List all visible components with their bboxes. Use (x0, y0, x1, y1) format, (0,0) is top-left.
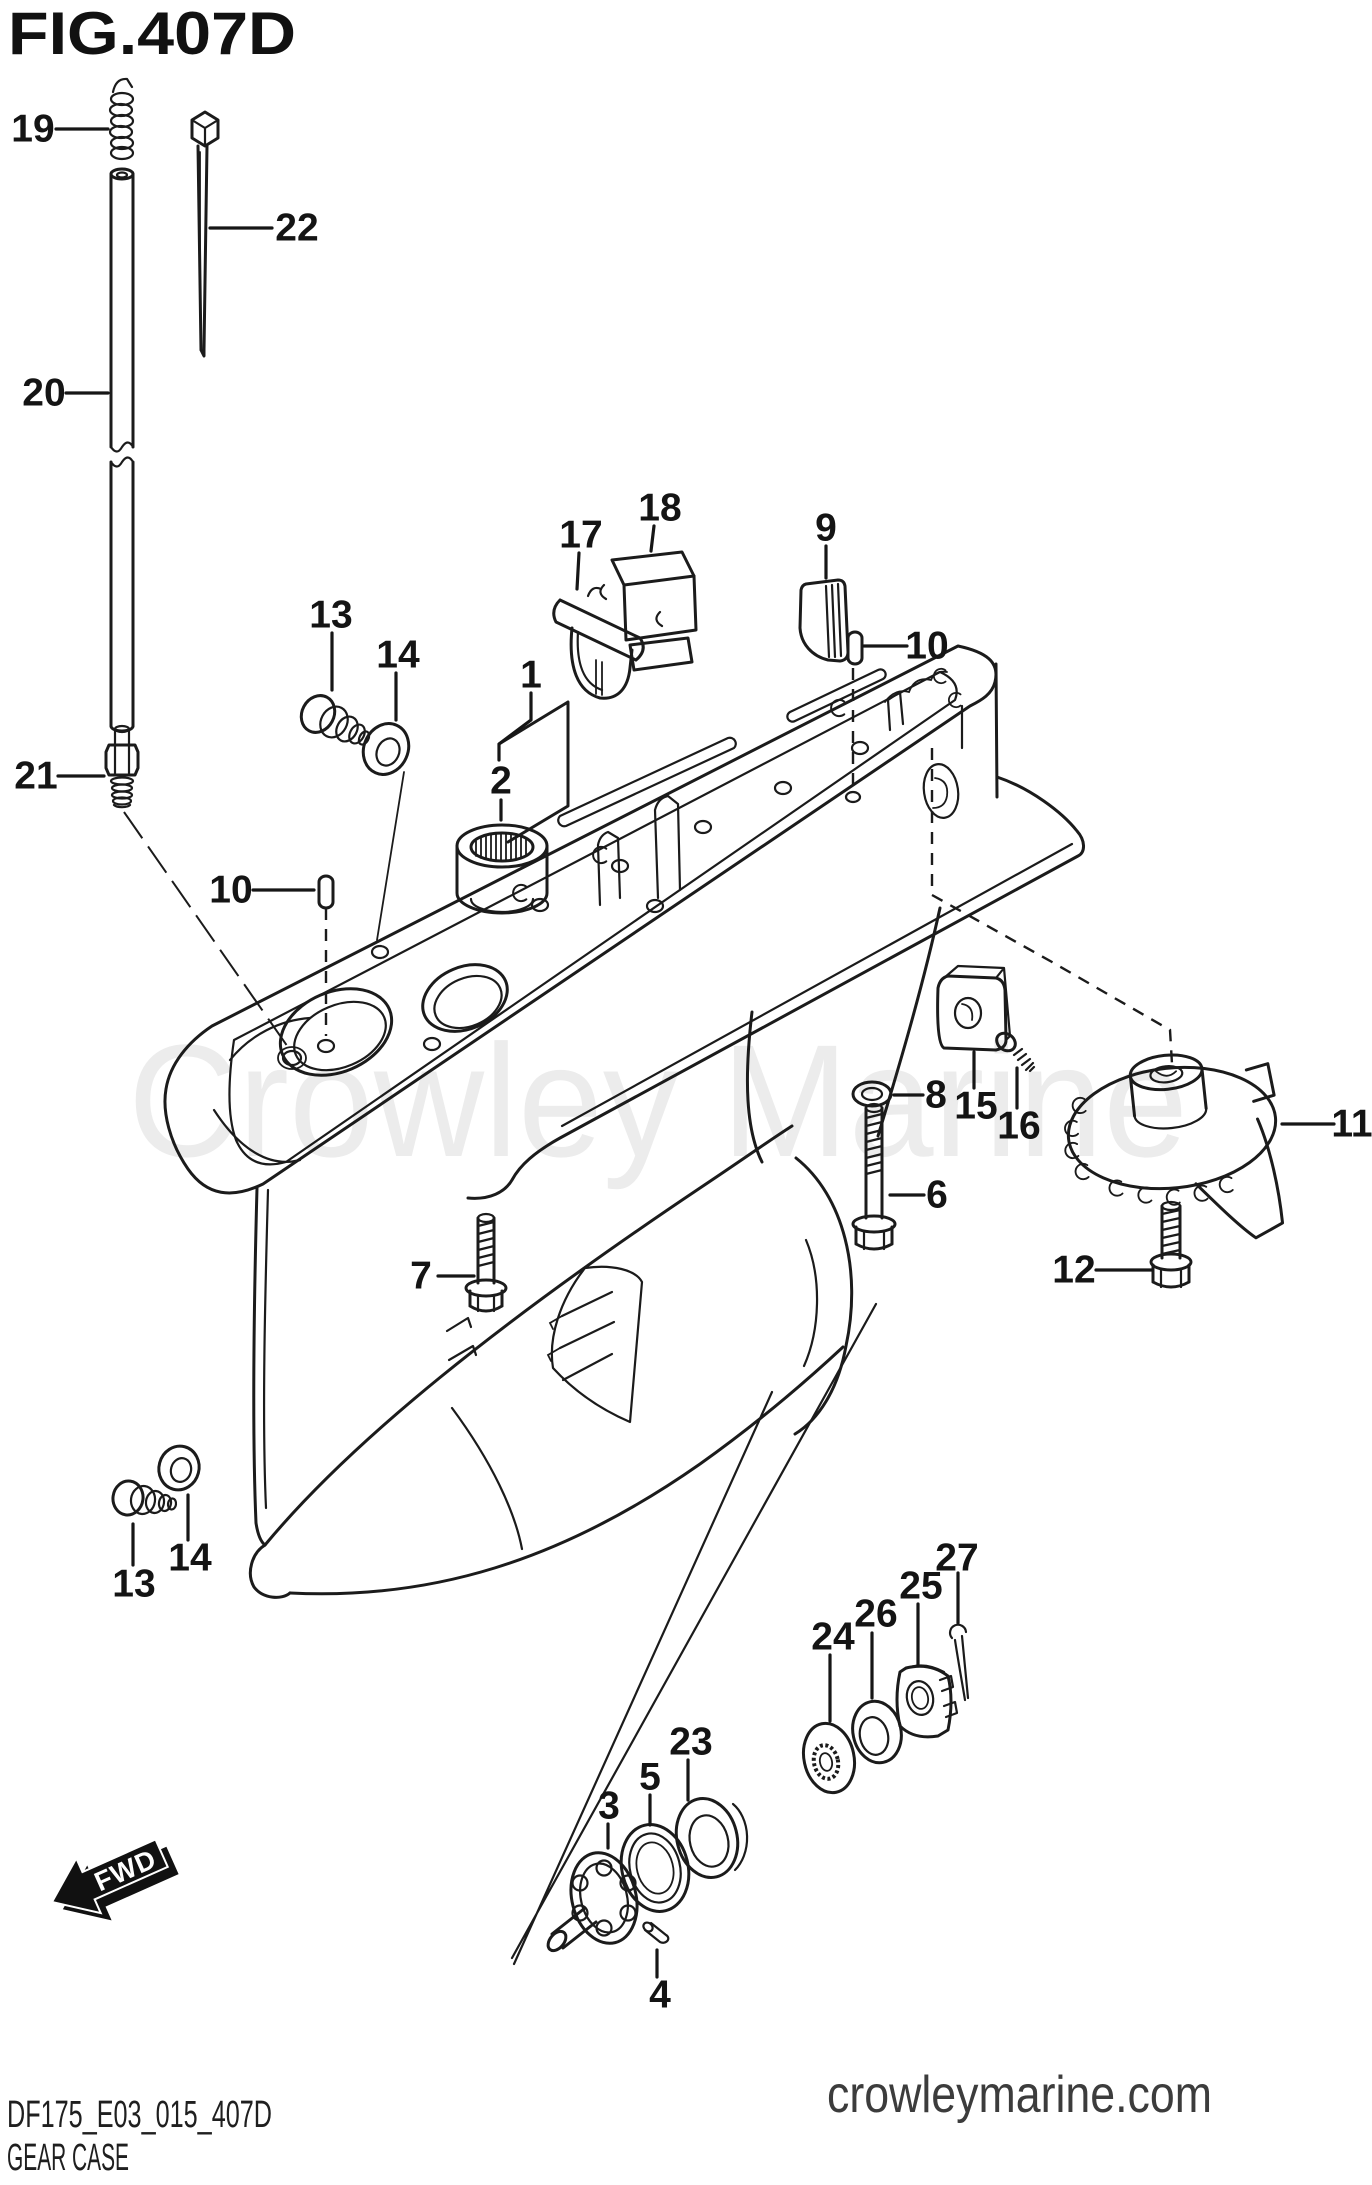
part-10-pin-right (846, 630, 864, 666)
part-14-washer-lower (157, 1444, 201, 1492)
footer-caption: GEAR CASE (7, 2137, 129, 2179)
part-12-bolt (1149, 1200, 1193, 1289)
part-label-20: 20 (22, 372, 65, 415)
gear-case-housing (163, 644, 1174, 1599)
figure-title: FIG.407D (8, 0, 296, 67)
part-label-7: 7 (410, 1255, 432, 1298)
part-13-plug-lower (111, 1479, 178, 1517)
part-6-bolt (851, 1102, 897, 1251)
part-27-cotter-pin (949, 1623, 970, 1702)
footer-website[interactable]: crowleymarine.com (827, 2066, 1212, 2124)
part-leader-1 (497, 691, 533, 762)
part-label-22: 22 (275, 207, 318, 250)
part-label-14: 14 (168, 1537, 212, 1580)
part-23-seal-housing (674, 1797, 749, 1879)
part-label-16: 16 (997, 1105, 1040, 1148)
part-label-9: 9 (815, 507, 837, 550)
part-label-27: 27 (935, 1537, 978, 1580)
part-leader-17 (575, 551, 581, 591)
part-label-23: 23 (669, 1721, 712, 1764)
part-8-washer (851, 1080, 893, 1108)
part-24-splined-washer (801, 1721, 857, 1795)
part-label-13: 13 (309, 594, 352, 637)
part-7-bolt (464, 1212, 508, 1313)
part-label-17: 17 (559, 514, 602, 557)
part-1-gasket-plane (497, 700, 570, 844)
part-label-10: 10 (209, 869, 252, 912)
part-label-24: 24 (811, 1616, 855, 1659)
part-label-1: 1 (520, 654, 542, 697)
part-17-clamp (552, 586, 645, 700)
part-label-25: 25 (899, 1565, 942, 1608)
part-label-26: 26 (854, 1593, 897, 1636)
part-9-anode (798, 578, 850, 663)
part-label-19: 19 (11, 108, 54, 151)
part-2-bearing (455, 823, 549, 915)
part-21-fitting (104, 724, 291, 1051)
part-label-14: 14 (376, 634, 420, 677)
part-16-screw (995, 1031, 1036, 1073)
part-label-13: 13 (112, 1563, 155, 1606)
part-label-2: 2 (490, 760, 512, 803)
watermark-text: Crowley Marine (128, 1011, 1188, 1190)
part-19-spring (108, 77, 135, 161)
part-13-plug-upper (299, 694, 371, 746)
footer-code: DF175_E03_015_407D (7, 2094, 272, 2136)
part-label-4: 4 (649, 1974, 671, 2017)
part-11-trim-tab (1063, 1053, 1285, 1240)
part-label-21: 21 (14, 755, 57, 798)
part-3-bearing-assembly (546, 1851, 639, 1953)
part-label-6: 6 (926, 1174, 948, 1217)
part-label-12: 12 (1052, 1249, 1095, 1292)
part-label-3: 3 (598, 1785, 620, 1828)
part-label-10: 10 (905, 625, 948, 668)
part-label-18: 18 (638, 487, 681, 530)
part-14-washer-upper (361, 722, 411, 941)
part-4-pin (642, 1921, 670, 1944)
part-label-11: 11 (1331, 1103, 1372, 1146)
part-20-water-tube (109, 167, 135, 733)
part-22-rod (190, 110, 220, 358)
part-18-bracket (599, 550, 698, 672)
part-label-5: 5 (639, 1756, 661, 1799)
part-label-8: 8 (925, 1074, 947, 1117)
part-25-castle-nut (895, 1664, 959, 1739)
pointer-lines (510, 1302, 878, 1966)
part-leader-18 (649, 524, 656, 553)
part-10-pin-left (317, 874, 335, 910)
fwd-arrow: FWD (50, 1838, 179, 1921)
part-label-15: 15 (954, 1085, 997, 1128)
part-5-seal (619, 1823, 691, 1913)
